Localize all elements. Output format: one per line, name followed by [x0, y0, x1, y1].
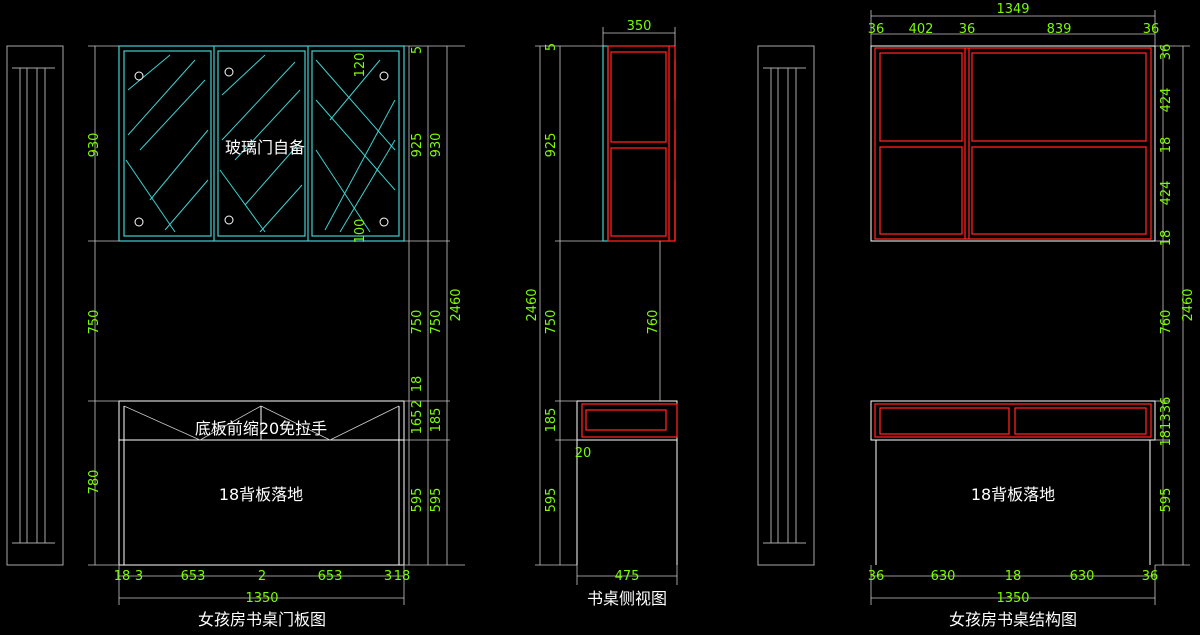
struct-dim-r18a: 18 — [1159, 137, 1174, 154]
dim-left-750: 750 — [87, 310, 102, 335]
side-view-title: 书桌侧视图 — [587, 589, 667, 608]
struct-dim-b36b: 36 — [1142, 569, 1159, 584]
glass-door-label: 玻璃门自备 — [225, 138, 305, 157]
struct-dim-t36b: 36 — [959, 22, 976, 37]
dim-right-2460: 2460 — [449, 288, 464, 321]
dim-b-18a: 18 — [114, 569, 131, 584]
front-view: 玻璃门自备 底板前缩20免拉手 18背板落地 930 750 780 5 120… — [6, 45, 465, 629]
dim-right-120: 120 — [353, 53, 368, 78]
dim-right-595a: 595 — [410, 488, 425, 513]
dim-right-930: 930 — [429, 133, 444, 158]
side-view: 350 5 925 2460 750 760 185 595 20 475 书桌… — [525, 19, 678, 608]
side-dim-760: 760 — [646, 310, 661, 335]
desk-front — [118, 400, 405, 566]
struct-dim-t402: 402 — [909, 22, 934, 37]
side-dim-185: 185 — [544, 408, 559, 433]
struct-dim-r2460: 2460 — [1181, 288, 1196, 321]
dim-left-930: 930 — [87, 133, 102, 158]
struct-dim-r424b: 424 — [1159, 181, 1174, 206]
struct-dim-1349: 1349 — [996, 2, 1029, 17]
structure-back-label: 18背板落地 — [971, 485, 1055, 504]
dim-total-1350: 1350 — [245, 591, 278, 606]
side-dim-475: 475 — [615, 569, 640, 584]
struct-dim-r36b: 36 — [1159, 397, 1174, 414]
dim-right-165: 165 — [410, 410, 425, 435]
glass-door-cabinet — [118, 45, 405, 242]
struct-dim-r36a: 36 — [1159, 44, 1174, 61]
dim-right-5: 5 — [410, 46, 425, 54]
dim-right-185: 185 — [429, 408, 444, 433]
dim-b-3b: 3 — [384, 569, 392, 584]
dim-right-750a: 750 — [410, 310, 425, 335]
side-dim-2460: 2460 — [525, 288, 540, 321]
glass-hatch — [125, 54, 396, 233]
side-dim-5: 5 — [544, 43, 559, 51]
dim-b-18b: 18 — [394, 569, 411, 584]
struct-dim-b630a: 630 — [931, 569, 956, 584]
dim-right-750b: 750 — [429, 310, 444, 335]
structure-side-panel — [757, 45, 815, 566]
dim-b-2: 2 — [258, 569, 266, 584]
dim-b-653a: 653 — [181, 569, 206, 584]
dim-right-2: 2 — [410, 400, 425, 408]
dim-left-780: 780 — [87, 470, 102, 495]
struct-dim-t36a: 36 — [868, 22, 885, 37]
dim-right-925: 925 — [410, 133, 425, 158]
side-dim-750: 750 — [544, 310, 559, 335]
struct-dim-t839: 839 — [1047, 22, 1072, 37]
struct-dim-b36a: 36 — [868, 569, 885, 584]
structure-view: 18背板落地 1349 36 402 36 839 36 36 424 18 4… — [757, 2, 1196, 629]
struct-dim-r595: 595 — [1159, 488, 1174, 513]
struct-dim-r18b: 18 — [1159, 230, 1174, 247]
struct-dim-b18: 18 — [1005, 569, 1022, 584]
side-dim-595: 595 — [544, 488, 559, 513]
structure-view-title: 女孩房书桌结构图 — [949, 610, 1077, 629]
dim-right-100: 100 — [353, 219, 368, 244]
dim-b-653b: 653 — [318, 569, 343, 584]
side-dim-20: 20 — [575, 446, 592, 461]
side-dim-350: 350 — [627, 19, 652, 34]
struct-dim-total-1350: 1350 — [996, 591, 1029, 606]
drawer-label: 底板前缩20免拉手 — [195, 419, 327, 438]
dim-b-3a: 3 — [135, 569, 143, 584]
side-dim-925: 925 — [544, 133, 559, 158]
front-view-title: 女孩房书桌门板图 — [198, 610, 326, 629]
front-side-panel — [6, 45, 64, 566]
dim-right-595b: 595 — [429, 488, 444, 513]
front-dim-lines — [88, 45, 465, 605]
struct-dim-r1813: 1813 — [1159, 413, 1174, 446]
struct-dim-r424a: 424 — [1159, 88, 1174, 113]
struct-dim-r760: 760 — [1159, 310, 1174, 335]
dim-right-18: 18 — [410, 376, 425, 393]
back-panel-label: 18背板落地 — [219, 485, 303, 504]
struct-dim-b630b: 630 — [1070, 569, 1095, 584]
struct-dim-t36c: 36 — [1143, 22, 1160, 37]
